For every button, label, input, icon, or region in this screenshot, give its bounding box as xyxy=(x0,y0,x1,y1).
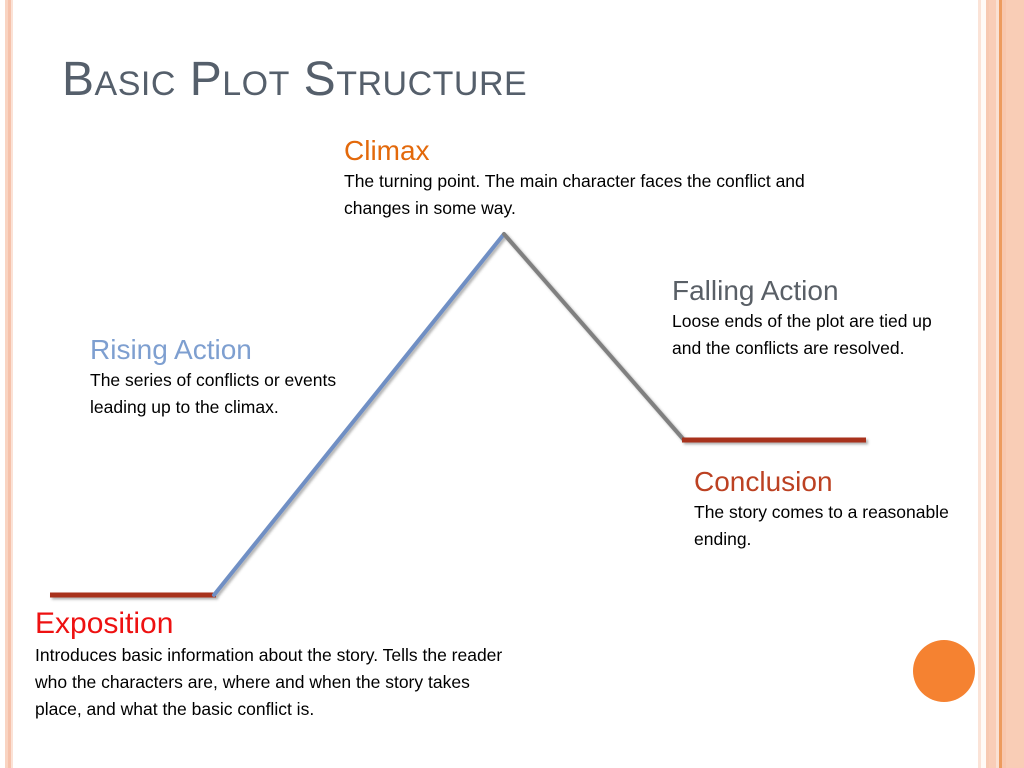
conclusion-heading: Conclusion xyxy=(694,466,833,497)
rising-action-body: The series of conflicts or events leadin… xyxy=(90,369,337,417)
left-edge-stripe-3 xyxy=(11,0,13,768)
conclusion-text-block: Conclusion The story comes to a reasonab… xyxy=(694,467,959,553)
right-edge-stripe-1 xyxy=(978,0,981,768)
falling-action-line-segment xyxy=(502,232,686,442)
falling-action-text-block: Falling Action Loose ends of the plot ar… xyxy=(672,276,942,362)
right-edge-stripe-8 xyxy=(1006,0,1024,768)
right-edge-stripe-5 xyxy=(996,0,999,768)
exposition-text-block: Exposition Introduces basic information … xyxy=(35,608,515,723)
climax-heading: Climax xyxy=(344,135,430,166)
left-edge-stripe-2 xyxy=(8,0,11,768)
right-edge-stripe-3 xyxy=(986,0,989,768)
left-edge-stripe-1 xyxy=(5,0,8,768)
climax-text-block: Climax The turning point. The main chara… xyxy=(344,136,814,222)
climax-body: The turning point. The main character fa… xyxy=(344,170,805,218)
falling-action-heading: Falling Action xyxy=(672,275,839,306)
right-edge-stripe-7 xyxy=(1002,0,1006,768)
conclusion-body: The story comes to a reasonable ending. xyxy=(694,501,949,549)
orange-circle-accent xyxy=(913,640,975,702)
right-edge-stripe-6 xyxy=(999,0,1002,768)
right-edge-stripe-4 xyxy=(989,0,996,768)
page-title: Basic Plot Structure xyxy=(62,53,528,106)
rising-action-heading: Rising Action xyxy=(90,334,252,365)
rising-action-text-block: Rising Action The series of conflicts or… xyxy=(90,335,350,421)
exposition-body: Introduces basic information about the s… xyxy=(35,644,503,720)
right-edge-stripe-2 xyxy=(981,0,986,768)
falling-action-body: Loose ends of the plot are tied up and t… xyxy=(672,310,932,358)
exposition-heading: Exposition xyxy=(35,607,174,640)
